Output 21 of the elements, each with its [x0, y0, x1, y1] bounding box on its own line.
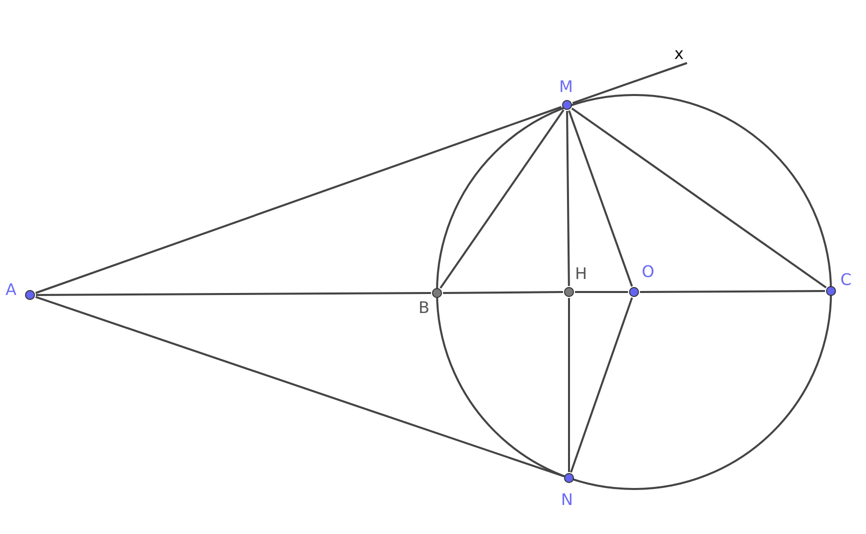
- line-segment: [640, 290, 825, 293]
- point-label: M: [559, 78, 573, 96]
- line-segment: [568, 298, 570, 472]
- line-segment: [36, 292, 431, 296]
- line-segment: [575, 291, 628, 293]
- line-segment: [35, 106, 562, 294]
- line-segment: [566, 110, 570, 286]
- point-label: A: [6, 281, 16, 299]
- point-label: O: [642, 263, 654, 281]
- point-label: x: [674, 45, 684, 63]
- line-segment: [35, 296, 564, 478]
- line-segment: [568, 110, 633, 287]
- point-label: N: [561, 491, 573, 509]
- line-segment: [440, 109, 564, 289]
- point-label: B: [418, 299, 430, 317]
- point-label: C: [840, 271, 852, 289]
- line-segment: [572, 62, 688, 104]
- line-segment: [443, 291, 563, 294]
- point-label: H: [574, 265, 588, 283]
- line-segment: [571, 108, 827, 288]
- line-segment: [570, 297, 633, 473]
